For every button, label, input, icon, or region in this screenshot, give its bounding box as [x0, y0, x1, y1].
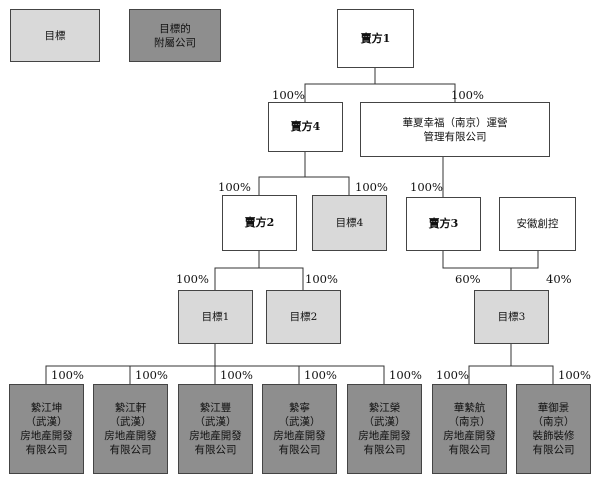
target1-box: 目標1 — [178, 290, 253, 344]
subsidiary-box-3: 縶江豐 （武漢） 房地產開發 有限公司 — [178, 384, 253, 474]
pct-seller1-seller4: 100% — [272, 88, 305, 102]
subsidiary-label-3: 縶江豐 （武漢） 房地產開發 有限公司 — [189, 402, 242, 456]
subsidiary-box-6: 華縶航 （南京） 房地產開發 有限公司 — [432, 384, 507, 474]
connector-anhui-target3 — [511, 251, 539, 269]
pct-target3-sub6: 100% — [436, 368, 469, 382]
subsidiary-label-2: 縶江軒 （武漢） 房地產開發 有限公司 — [104, 402, 157, 456]
target3-label: 目標3 — [497, 311, 526, 323]
subsidiary-label-4: 縶寧 （武漢） 房地產開發 有限公司 — [273, 402, 326, 456]
legend-target-box: 目標 — [10, 9, 100, 62]
subsidiary-box-5: 縶江榮 （武漢） 房地產開發 有限公司 — [347, 384, 422, 474]
pct-target3-sub7: 100% — [558, 368, 591, 382]
subsidiary-box-1: 縶江坤 （武漢） 房地產開發 有限公司 — [9, 384, 84, 474]
connector-seller1-split — [304, 83, 456, 102]
subsidiary-box-7: 華御景 （南京） 裝飾裝修 有限公司 — [516, 384, 591, 474]
anhui-yukong-label: 安徽創控 — [516, 218, 559, 230]
pct-huaxia-seller3: 100% — [410, 180, 443, 194]
target4-label: 目標4 — [335, 217, 364, 229]
anhui-yukong-box: 安徽創控 — [499, 197, 576, 251]
seller2-label: 賣方2 — [244, 216, 275, 229]
pct-seller1-huaxia: 100% — [451, 88, 484, 102]
seller3-label: 賣方3 — [428, 217, 459, 230]
connector-seller4-split — [258, 176, 350, 195]
huaxia-nanjing-box: 華夏幸福（南京）運營 管理有限公司 — [360, 102, 550, 157]
pct-seller3-target3: 60% — [455, 272, 481, 286]
subsidiary-box-2: 縶江軒 （武漢） 房地產開發 有限公司 — [93, 384, 168, 474]
pct-target1-sub1: 100% — [51, 368, 84, 382]
legend-subsidiary-label: 目標的 附屬公司 — [154, 22, 196, 49]
seller4-box: 賣方4 — [268, 102, 343, 152]
target2-label: 目標2 — [289, 311, 318, 323]
subsidiary-label-5: 縶江榮 （武漢） 房地產開發 有限公司 — [358, 402, 411, 456]
pct-target1-sub2: 100% — [135, 368, 168, 382]
target1-label: 目標1 — [201, 311, 230, 323]
subsidiary-box-4: 縶寧 （武漢） 房地產開發 有限公司 — [262, 384, 337, 474]
seller1-label: 賣方1 — [360, 31, 391, 45]
pct-target1-sub5: 100% — [389, 368, 422, 382]
seller1-box: 賣方1 — [337, 9, 414, 68]
pct-seller2-target1: 100% — [176, 272, 209, 286]
target2-box: 目標2 — [266, 290, 341, 344]
seller2-box: 賣方2 — [222, 195, 297, 251]
legend-subsidiary-box: 目標的 附屬公司 — [129, 9, 221, 62]
subsidiary-label-7: 華御景 （南京） 裝飾裝修 有限公司 — [532, 402, 575, 456]
seller3-box: 賣方3 — [406, 197, 481, 251]
legend-target-label: 目標 — [44, 29, 66, 42]
seller4-label: 賣方4 — [290, 120, 321, 133]
connector-target3-split — [468, 365, 554, 384]
connector-seller2-split — [214, 267, 304, 290]
connector-seller3-target3 — [442, 251, 512, 290]
target3-box: 目標3 — [474, 290, 549, 344]
target4-box: 目標4 — [312, 195, 387, 251]
pct-seller4-seller2: 100% — [218, 180, 251, 194]
subsidiary-label-6: 華縶航 （南京） 房地產開發 有限公司 — [443, 402, 496, 456]
subsidiary-label-1: 縶江坤 （武漢） 房地產開發 有限公司 — [20, 402, 73, 456]
huaxia-nanjing-label: 華夏幸福（南京）運營 管理有限公司 — [402, 116, 508, 143]
pct-target1-sub4: 100% — [304, 368, 337, 382]
pct-target1-sub3: 100% — [220, 368, 253, 382]
pct-seller2-target2: 100% — [305, 272, 338, 286]
pct-seller4-target4: 100% — [355, 180, 388, 194]
pct-anhui-target3: 40% — [546, 272, 572, 286]
